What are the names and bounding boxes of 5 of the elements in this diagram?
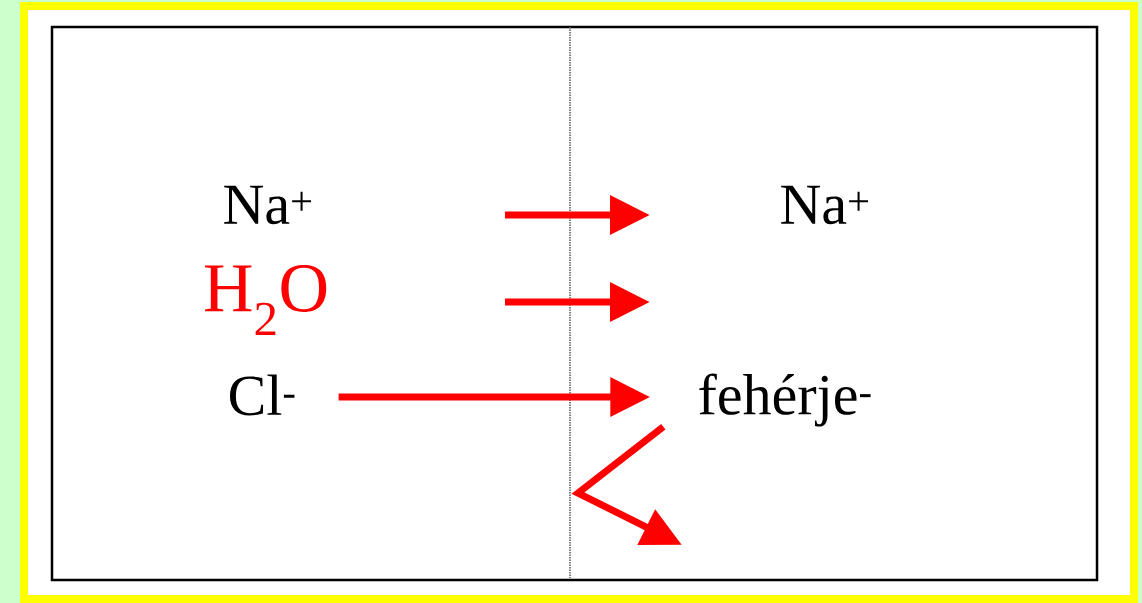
ion-label: Na$^{+}$ (224, 185, 312, 225)
ion-label: Cl$^{-}$ (230, 374, 295, 416)
ion-label: Na$^{+}$ (781, 185, 869, 225)
ion-label: fehérje$^{-}$ (699, 373, 871, 427)
ion-label: H$_{2}$O (205, 264, 327, 336)
